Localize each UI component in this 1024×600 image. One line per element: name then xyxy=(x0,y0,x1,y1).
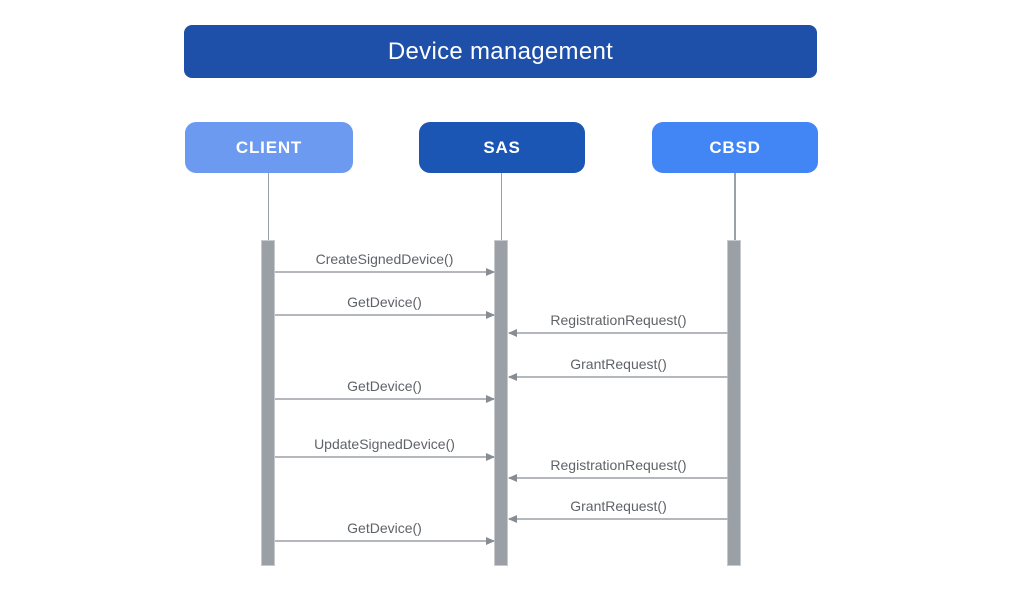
message-label: GrantRequest() xyxy=(570,356,667,372)
actor-cbsd: CBSD xyxy=(652,122,818,173)
message-label: GetDevice() xyxy=(347,294,422,310)
message-line xyxy=(509,518,728,520)
message-line xyxy=(509,376,728,378)
lifeline-cbsd xyxy=(734,173,736,240)
actor-client: CLIENT xyxy=(185,122,353,173)
activation-bar-cbsd xyxy=(727,240,741,566)
activation-bar-client xyxy=(261,240,275,566)
lifeline-sas xyxy=(500,173,502,240)
message-label: CreateSignedDevice() xyxy=(315,251,454,267)
message-line xyxy=(275,398,494,400)
message-label: GetDevice() xyxy=(347,520,422,536)
message-line xyxy=(275,456,494,458)
lifeline-client xyxy=(267,173,269,240)
actor-sas: SAS xyxy=(419,122,585,173)
arrowhead-icon xyxy=(508,372,517,381)
message-line xyxy=(509,332,728,334)
arrowhead-icon xyxy=(486,267,495,276)
arrowhead-icon xyxy=(486,310,495,319)
arrowhead-icon xyxy=(508,328,517,337)
message-label: RegistrationRequest() xyxy=(550,457,687,473)
arrowhead-icon xyxy=(486,394,495,403)
message-line xyxy=(275,314,494,316)
activation-bar-sas xyxy=(494,240,508,566)
message-label: UpdateSignedDevice() xyxy=(314,436,455,452)
message-label: GetDevice() xyxy=(347,378,422,394)
diagram-title-banner: Device management xyxy=(184,25,817,78)
diagram-title: Device management xyxy=(387,37,614,65)
message-line xyxy=(275,540,494,542)
arrowhead-icon xyxy=(508,514,517,523)
message-label: GrantRequest() xyxy=(570,498,667,514)
actor-cbsd-label: CBSD xyxy=(709,137,761,157)
message-label: RegistrationRequest() xyxy=(550,312,687,328)
actor-sas-label: SAS xyxy=(483,137,521,157)
arrowhead-icon xyxy=(486,536,495,545)
actor-client-label: CLIENT xyxy=(235,137,303,157)
message-line xyxy=(275,271,494,273)
message-line xyxy=(509,477,728,479)
arrowhead-icon xyxy=(486,452,495,461)
arrowhead-icon xyxy=(508,473,517,482)
